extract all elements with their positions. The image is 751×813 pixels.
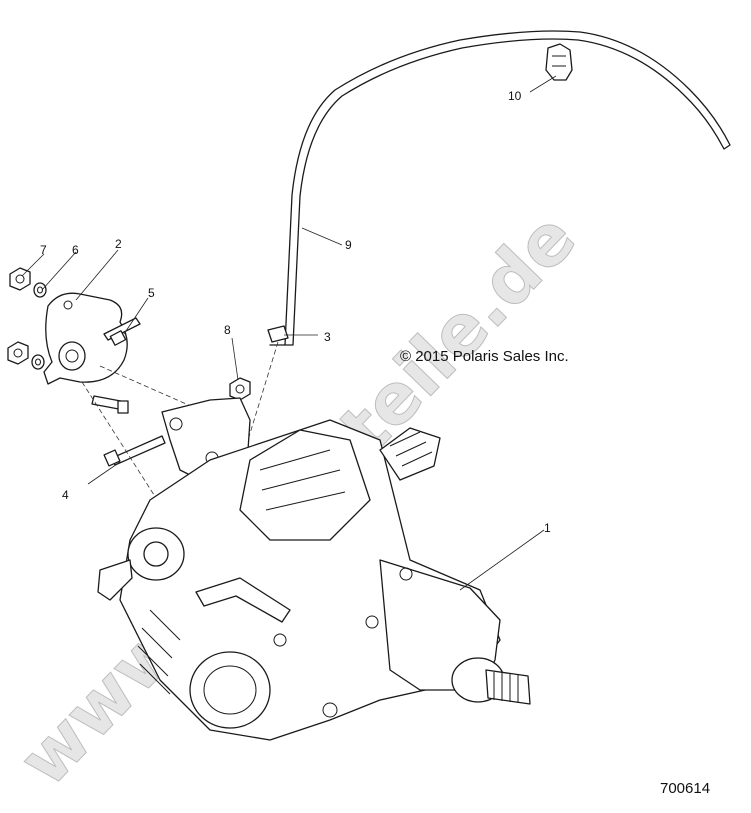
washer-upper[interactable] [33,282,47,298]
callout-1: 1 [544,521,551,535]
vent-fitting[interactable] [267,325,289,343]
callout-4: 4 [62,488,69,502]
hose-clip[interactable] [545,43,573,81]
callout-10: 10 [508,89,522,103]
copyright-text: © 2015 Polaris Sales Inc. [400,348,569,365]
washer-lower[interactable] [31,354,45,370]
callout-7: 7 [40,243,47,257]
callout-5: 5 [148,286,155,300]
callout-9: 9 [345,238,352,252]
speed-sensor[interactable] [43,292,128,385]
vent-hose[interactable] [269,30,731,346]
nut-lower[interactable] [7,341,29,365]
diagram-number: 700614 [660,780,710,797]
callout-8: 8 [224,323,231,337]
bolt-4[interactable] [103,435,166,467]
callout-3: 3 [324,330,331,344]
callout-6: 6 [72,243,79,257]
gearcase-assembly[interactable] [97,397,531,741]
bolt-lower[interactable] [91,395,129,414]
nut-8[interactable] [229,377,251,401]
callout-2: 2 [115,237,122,251]
